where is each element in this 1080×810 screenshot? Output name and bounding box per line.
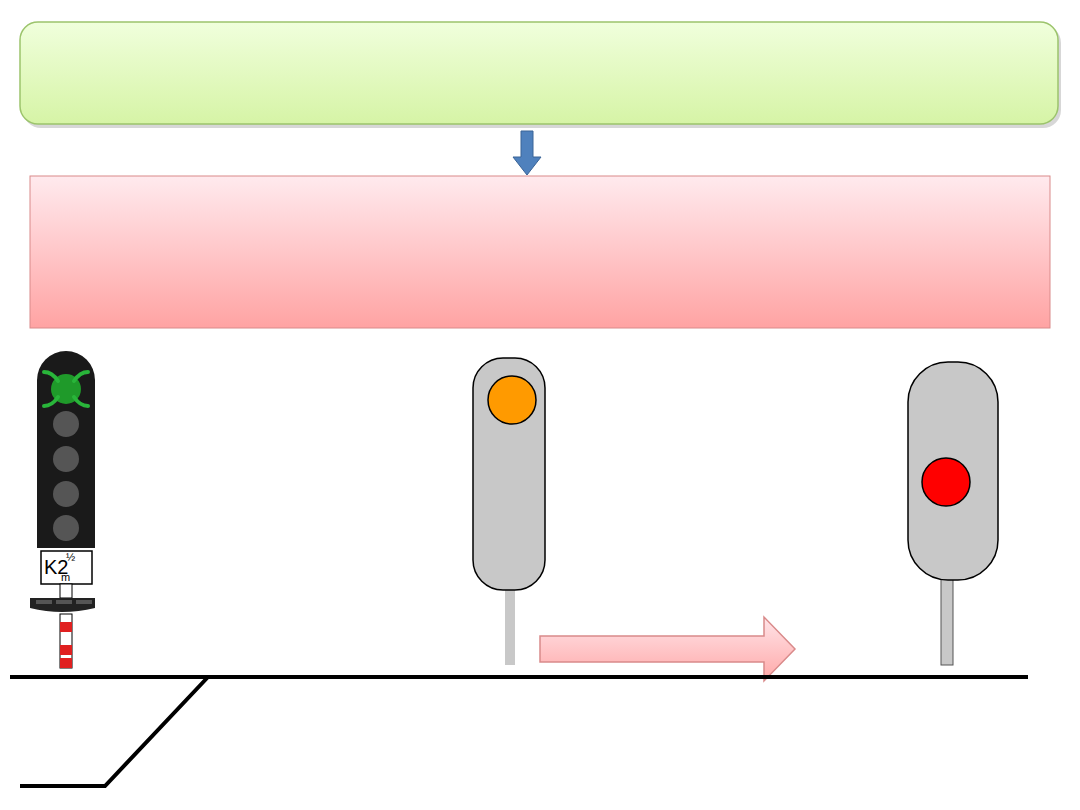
pink-band (30, 176, 1050, 328)
branch-track (20, 677, 208, 786)
main-signal (30, 351, 95, 668)
stop-signal (908, 362, 998, 665)
direction-arrow (540, 617, 795, 681)
distant-signal (473, 358, 545, 665)
track-line (10, 675, 1028, 679)
green-band (20, 22, 1058, 124)
sign-label: ½ (66, 552, 75, 563)
down-arrow (513, 131, 541, 175)
sign-label: m (61, 572, 70, 583)
